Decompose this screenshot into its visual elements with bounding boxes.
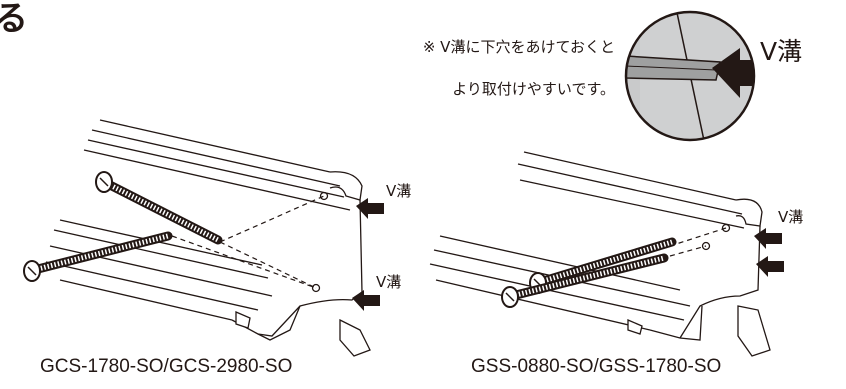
right-pilot-hole-guides xyxy=(669,227,727,257)
left-v-groove-label-top: V溝 xyxy=(386,182,411,200)
right-groove-arrow-top xyxy=(754,228,782,249)
right-groove-arrow-bottom xyxy=(756,256,784,277)
groove-detail-callout: V溝 xyxy=(624,10,802,142)
left-model-caption: GCS-1780-SO/GCS-2980-SO xyxy=(40,356,293,377)
section-heading-fragment: る xyxy=(0,0,28,39)
note-line-1: ※ V溝に下穴をあけておくと xyxy=(422,38,615,56)
right-v-groove-label: V溝 xyxy=(778,208,803,226)
note-line-2: より取付けやすいです。 xyxy=(452,80,615,98)
left-rail-illustration xyxy=(45,119,371,357)
left-groove-arrow-top xyxy=(356,198,384,219)
callout-v-groove-label: V溝 xyxy=(760,37,802,66)
left-screw-upper xyxy=(95,171,223,245)
right-model-caption: GSS-0880-SO/GSS-1780-SO xyxy=(471,356,722,377)
left-pilot-hole-guides xyxy=(171,195,325,289)
right-screw-lower xyxy=(501,253,669,308)
right-rail-illustration xyxy=(429,151,771,357)
left-screw-lower xyxy=(23,231,173,282)
left-groove-arrow-bottom xyxy=(352,290,380,311)
left-v-groove-label-bottom: V溝 xyxy=(376,273,401,291)
